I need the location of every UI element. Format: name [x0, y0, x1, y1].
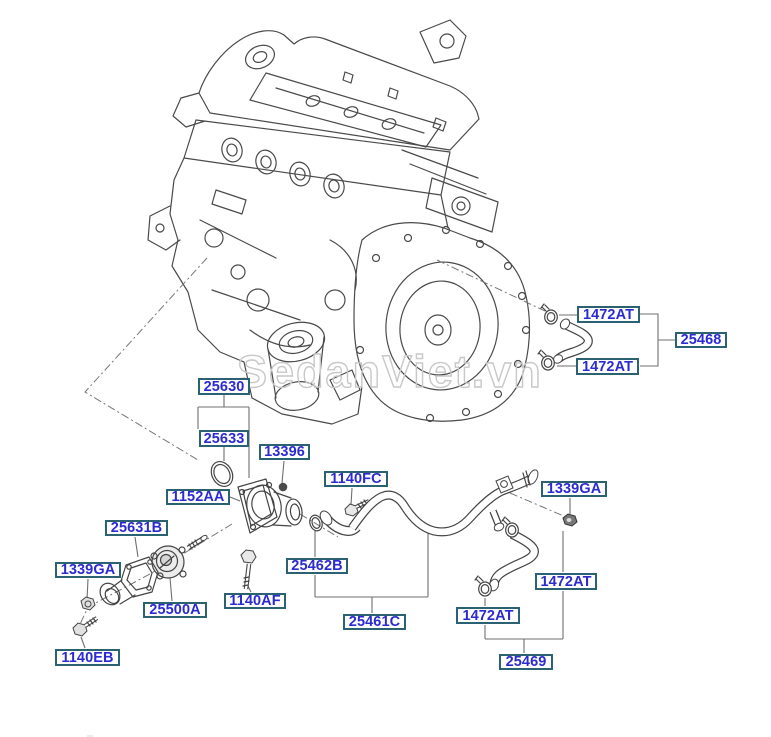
part-label-1472AT-c[interactable]: 1472AT [535, 573, 597, 590]
part-label-25500A[interactable]: 25500A [143, 602, 207, 618]
bolt-1140fc-drawing [344, 499, 370, 517]
hose-25469-drawing [488, 529, 539, 592]
part-label-25462B[interactable]: 25462B [286, 558, 348, 574]
part-label-25461C[interactable]: 25461C [343, 614, 406, 630]
part-label-1339GA-l[interactable]: 1339GA [55, 562, 121, 578]
clamp-1472at-hose-end-drawing [474, 575, 492, 597]
part-label-25469[interactable]: 25469 [499, 654, 553, 670]
bolt-1140af-drawing [240, 549, 257, 590]
nut-1339ga-right-drawing [562, 513, 578, 527]
part-label-1472AT-a[interactable]: 1472AT [577, 306, 640, 323]
coolant-pipe-25461c-drawing [319, 469, 539, 537]
water-inlet-25631b-drawing [99, 556, 159, 606]
hose-25468-drawing [552, 318, 593, 364]
part-label-1140EB[interactable]: 1140EB [55, 649, 120, 666]
part-label-1152AA[interactable]: 1152AA [166, 489, 230, 505]
part-label-25633[interactable]: 25633 [199, 430, 249, 447]
watermark-text: SedanViet.vn [237, 346, 543, 397]
clamp-1472at-top-drawing [540, 303, 558, 325]
clamp-1472at-pipe-drawing [501, 516, 519, 538]
part-label-25631B[interactable]: 25631B [105, 520, 168, 536]
part-label-13396[interactable]: 13396 [259, 444, 310, 460]
engine-drawing [147, 19, 531, 425]
part-label-25630[interactable]: 25630 [198, 378, 250, 395]
part-label-1339GA-r[interactable]: 1339GA [541, 481, 607, 497]
leader-lines [80, 313, 675, 653]
part-label-1140FC[interactable]: 1140FC [324, 471, 388, 487]
clamp-1472at-bottom-drawing [537, 349, 555, 371]
part-label-25468[interactable]: 25468 [675, 332, 727, 348]
part-label-1472AT-d[interactable]: 1472AT [456, 607, 520, 624]
stud-bolt-drawing [186, 534, 208, 551]
part-label-1140AF[interactable]: 1140AF [224, 593, 286, 609]
grommet-drawing [278, 482, 288, 492]
bolt-1140eb-drawing [72, 616, 99, 637]
thermostat-housing-drawing [237, 478, 303, 534]
nut-1339ga-left-drawing [80, 596, 96, 611]
oring-25633-drawing [210, 460, 234, 488]
part-label-1472AT-b[interactable]: 1472AT [576, 358, 639, 375]
